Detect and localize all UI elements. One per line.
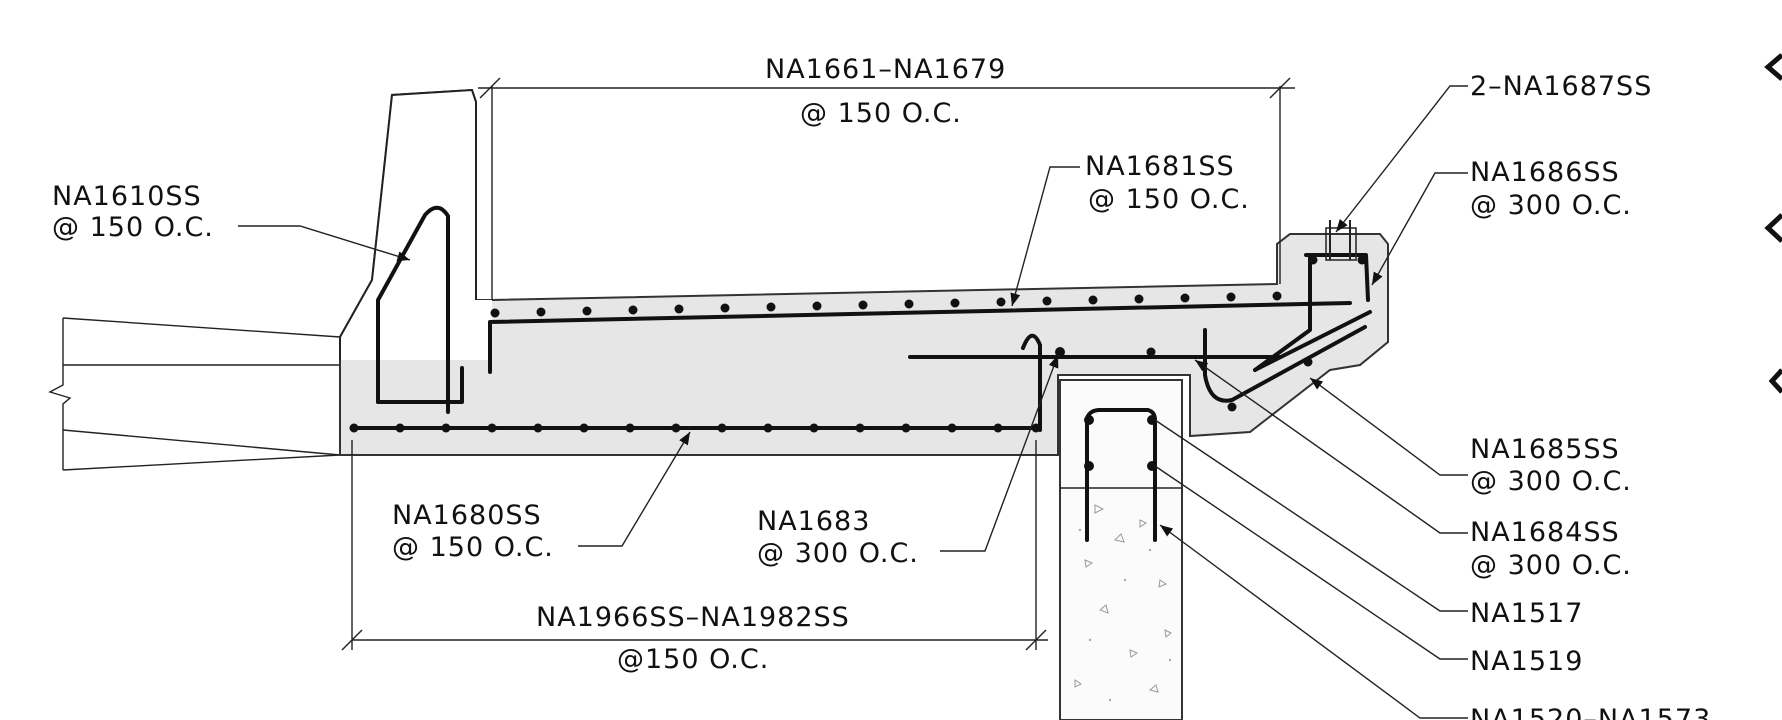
reinforcement-bars — [350, 205, 1372, 542]
na1681-label: NA1681SS — [1085, 151, 1235, 182]
deck-concrete — [339, 86, 1389, 456]
existing-slab — [48, 317, 341, 471]
edge-chevrons — [1764, 53, 1782, 394]
na1686-spacing: @ 300 O.C. — [1470, 190, 1632, 221]
na1685-label: NA1685SS — [1470, 434, 1620, 465]
bottom-dim-label: NA1966SS–NA1982SS — [536, 602, 850, 633]
na1610-label: NA1610SS — [52, 181, 202, 212]
bar-dots — [349, 255, 1367, 471]
support-column — [1059, 379, 1183, 720]
na1520-label: NA1520–NA1573 — [1470, 704, 1711, 720]
na1683-spacing: @ 300 O.C. — [757, 538, 919, 569]
leader-lines — [238, 85, 1468, 719]
na1680-label: NA1680SS — [392, 500, 542, 531]
top-dim-label: NA1661–NA1679 — [765, 54, 1006, 85]
na1683-label: NA1683 — [757, 506, 870, 537]
annotation-labels: NA1661–NA1679 @ 150 O.C. NA1610SS @ 150 … — [52, 54, 1711, 720]
na1517-label: NA1517 — [1470, 598, 1583, 629]
na1684-spacing: @ 300 O.C. — [1470, 550, 1632, 581]
na1685-spacing: @ 300 O.C. — [1470, 466, 1632, 497]
bottom-dim-spacing: @150 O.C. — [617, 644, 769, 675]
na1686-label: NA1686SS — [1470, 157, 1620, 188]
dimension-lines — [341, 77, 1295, 651]
na1610-spacing: @ 150 O.C. — [52, 212, 214, 243]
na1680-spacing: @ 150 O.C. — [392, 532, 554, 563]
na1687-label: 2–NA1687SS — [1470, 71, 1652, 102]
na1519-label: NA1519 — [1470, 646, 1583, 677]
na1681-spacing: @ 150 O.C. — [1088, 184, 1250, 215]
na1684-label: NA1684SS — [1470, 517, 1620, 548]
top-dim-spacing: @ 150 O.C. — [800, 98, 962, 129]
